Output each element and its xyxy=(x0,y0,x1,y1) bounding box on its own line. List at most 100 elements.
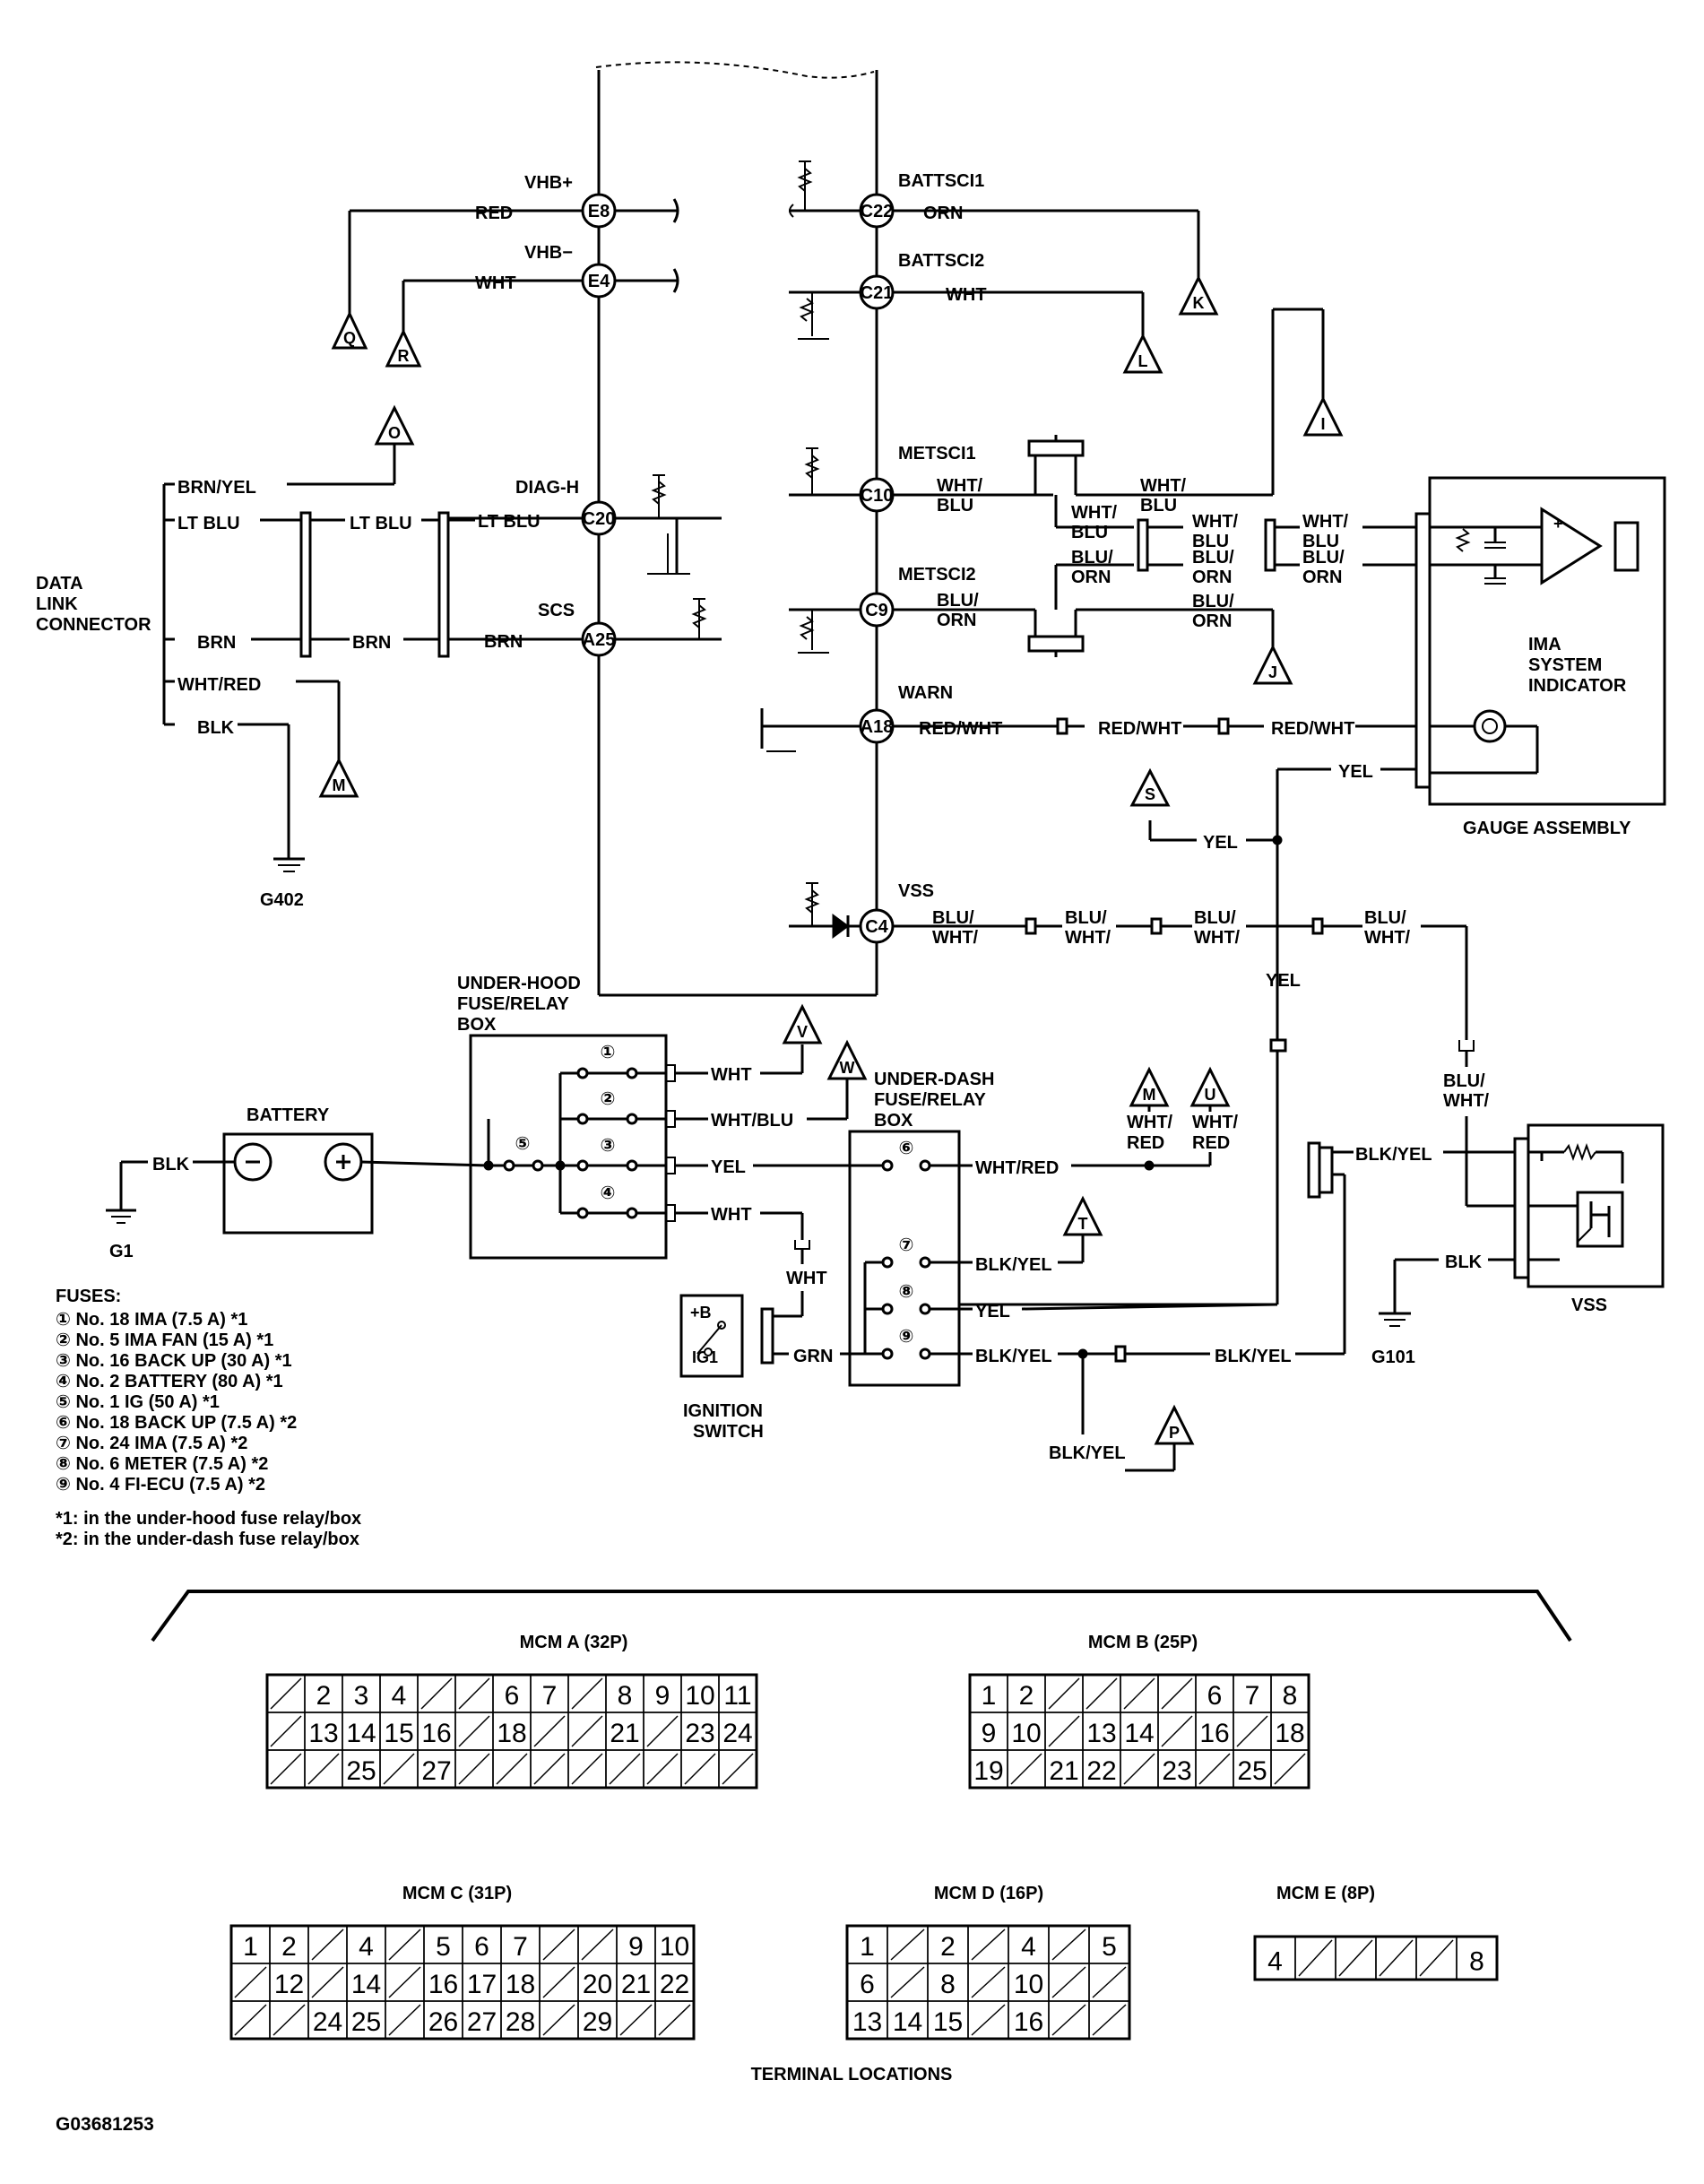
svg-text:P: P xyxy=(1169,1424,1180,1442)
svg-text:BLU/: BLU/ xyxy=(1192,548,1234,568)
terminal-number: 5 xyxy=(436,1932,451,1962)
svg-text:C21: C21 xyxy=(861,283,894,303)
wire-wht-v: WHT xyxy=(711,1065,752,1085)
terminal-number: 14 xyxy=(893,2007,922,2037)
wire-brn-1: BRN xyxy=(197,633,236,653)
terminal-unused-slash xyxy=(533,1753,566,1785)
svg-text:WHT/: WHT/ xyxy=(1127,1113,1173,1132)
wire-brn-2: BRN xyxy=(352,633,391,653)
connector-u: U xyxy=(1189,1066,1231,1107)
terminal-number: 21 xyxy=(1049,1756,1078,1786)
terminal-number: 1 xyxy=(860,1932,875,1962)
terminal-number: 7 xyxy=(513,1932,528,1962)
terminal-number: 3 xyxy=(354,1681,369,1711)
svg-text:② No. 5 IMA FAN (15 A) *1: ② No. 5 IMA FAN (15 A) *1 xyxy=(56,1330,273,1350)
connector-q: Q xyxy=(331,310,368,350)
terminal-unused-slash xyxy=(388,1966,421,1998)
svg-text:BLU/: BLU/ xyxy=(1192,592,1234,611)
vss-sensor: BLK/YEL VSS BLK xyxy=(1307,1123,1665,1315)
svg-text:⑦ No. 24 IMA (7.5 A) *2: ⑦ No. 24 IMA (7.5 A) *2 xyxy=(56,1434,247,1453)
terminal-number: 24 xyxy=(722,1719,752,1748)
mcm-a-title: MCM A (32P) xyxy=(520,1633,628,1652)
vss-chain: BLU/ WHT/ BLU/ WHT/ BLU/ WHT/ BLU/ WHT/ xyxy=(1025,908,1515,1208)
wire-yel-gauge: YEL xyxy=(1338,762,1373,782)
terminal-unused-slash xyxy=(388,1928,421,1961)
terminal-number: 16 xyxy=(428,1970,458,1999)
terminal-number: 6 xyxy=(474,1932,489,1962)
terminal-number: 18 xyxy=(497,1719,526,1748)
terminal-number: 10 xyxy=(1011,1719,1041,1748)
terminal-number: 18 xyxy=(506,1970,535,1999)
battery: BATTERY BLK xyxy=(119,1105,489,1235)
wire-brn-yel: BRN/YEL xyxy=(177,478,256,498)
svg-text:③ No. 16 BACK UP (30 A) *1: ③ No. 16 BACK UP (30 A) *1 xyxy=(56,1351,292,1371)
svg-text:WHT/: WHT/ xyxy=(1443,1091,1490,1111)
terminal-number: 2 xyxy=(940,1932,956,1962)
terminal-number: 27 xyxy=(467,2007,497,2037)
svg-text:WHT/: WHT/ xyxy=(1364,928,1411,948)
terminal-cell xyxy=(1270,1749,1310,1789)
pin-c10: C10 METSCI1 WHT/ BLU xyxy=(789,444,1033,516)
terminal-number: 8 xyxy=(940,1970,956,1999)
svg-text:C9: C9 xyxy=(865,601,888,620)
data-link-connector: DATA LINK CONNECTOR BRN/YEL LT BLU LT BL… xyxy=(36,444,480,859)
terminal-unused-slash xyxy=(458,1753,490,1785)
terminal-unused-slash xyxy=(388,2004,421,2036)
wire-lt-blu-2: LT BLU xyxy=(350,514,412,533)
under-hood-fuse-box: UNDER-HOOD FUSE/RELAY BOX ① ② ③ ④ ⑤ xyxy=(457,974,668,1260)
svg-text:③: ③ xyxy=(601,1136,616,1156)
pin-e8: E8 VHB+ RED xyxy=(348,173,679,323)
terminal-number: 12 xyxy=(274,1970,304,1999)
wire-red-wht-2: RED/WHT xyxy=(1098,719,1181,739)
wire-wht-red-2: WHT/RED xyxy=(975,1158,1059,1178)
terminal-unused-slash xyxy=(1161,1715,1193,1747)
wire-blk-g1: BLK xyxy=(152,1155,190,1174)
svg-text:WHT/: WHT/ xyxy=(1302,512,1349,532)
wire-blk-yel-sensor: BLK/YEL xyxy=(1355,1145,1432,1165)
signal-warn: WARN xyxy=(898,683,953,703)
terminal-unused-slash xyxy=(619,2004,653,2036)
terminal-number: 27 xyxy=(421,1756,451,1786)
svg-text:BLU/: BLU/ xyxy=(1065,908,1107,928)
terminal-number: 23 xyxy=(685,1719,714,1748)
terminal-unused-slash xyxy=(234,2004,267,2036)
svg-text:T: T xyxy=(1078,1215,1088,1233)
connector-i: I xyxy=(1302,395,1344,437)
svg-text:FUSES:: FUSES: xyxy=(56,1287,121,1306)
terminal-number: 7 xyxy=(542,1681,558,1711)
terminal-unused-slash xyxy=(971,1928,1006,1961)
wire-orn: ORN xyxy=(923,204,963,223)
svg-text:⑤: ⑤ xyxy=(515,1134,531,1154)
terminal-number: 24 xyxy=(313,2007,342,2037)
svg-text:GAUGE ASSEMBLY: GAUGE ASSEMBLY xyxy=(1463,819,1631,838)
terminal-unused-slash xyxy=(609,1753,641,1785)
wire-blk-yel-p: BLK/YEL xyxy=(1049,1443,1126,1463)
terminal-number: 15 xyxy=(933,2007,963,2037)
terminal-unused-slash xyxy=(383,1753,415,1785)
connector-p: P xyxy=(1154,1404,1195,1445)
terminal-unused-slash xyxy=(496,1753,528,1785)
terminal-cell xyxy=(1456,1936,1498,1980)
terminal-locations-title: TERMINAL LOCATIONS xyxy=(751,2065,953,2084)
terminal-unused-slash xyxy=(1051,1928,1086,1961)
terminal-unused-slash xyxy=(311,1966,344,1998)
terminal-number: 22 xyxy=(1086,1756,1116,1786)
svg-text:WHT/: WHT/ xyxy=(1192,512,1239,532)
svg-text:④ No. 2 BATTERY (80 A) *1: ④ No. 2 BATTERY (80 A) *1 xyxy=(56,1372,283,1391)
pin-a25: A25 SCS BRN xyxy=(439,598,722,657)
wire-wht-c21: WHT xyxy=(946,285,987,305)
mcm-e-title: MCM E (8P) xyxy=(1276,1884,1375,1903)
terminal-number: 16 xyxy=(1199,1719,1229,1748)
ground-g101: G101 xyxy=(1371,1312,1415,1367)
terminal-unused-slash xyxy=(1092,2004,1127,2036)
ground-g402: G402 xyxy=(260,857,305,910)
svg-text:WHT/: WHT/ xyxy=(1140,476,1187,496)
svg-text:BLU: BLU xyxy=(1071,523,1108,542)
connector-w: W xyxy=(826,1039,868,1080)
svg-text:S: S xyxy=(1145,785,1155,803)
terminal-unused-slash xyxy=(890,1966,925,1998)
terminal-number: 6 xyxy=(1207,1681,1223,1711)
terminal-unused-slash xyxy=(272,2004,306,2036)
terminal-cell xyxy=(718,1749,757,1789)
terminal-number: 19 xyxy=(973,1756,1003,1786)
